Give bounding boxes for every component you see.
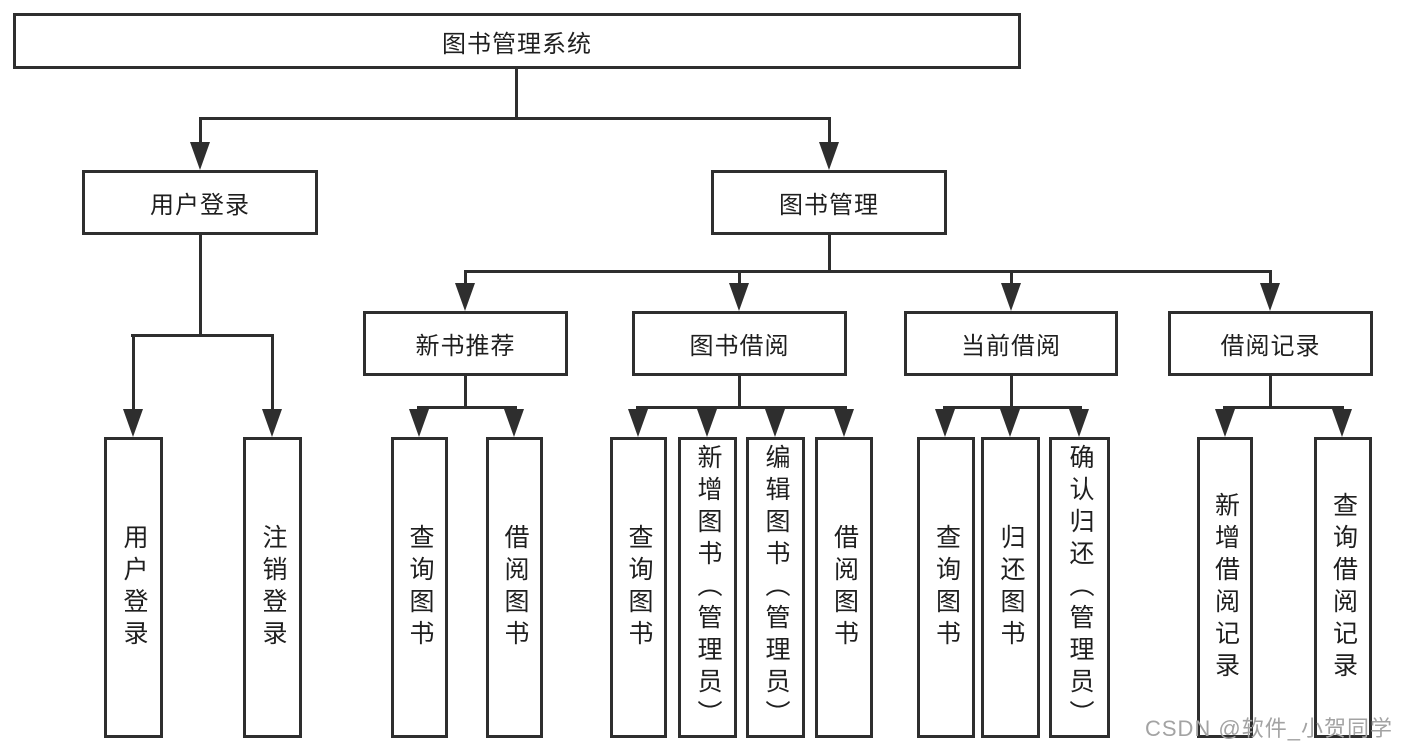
- connector-to-user-login-line: [199, 117, 202, 146]
- leaf-add-books-admin-label: 新增图书（管理员）: [694, 443, 722, 732]
- node-borrowing-records: 借阅记录: [1168, 311, 1373, 376]
- leaf-edit-books-admin: 编辑图书（管理员）: [746, 437, 805, 738]
- arrowhead-to-book-borrow: [729, 283, 749, 311]
- connector-user-login-hline: [131, 334, 274, 337]
- leaf-query-books-2: 查询图书: [610, 437, 667, 738]
- arrowhead-to-leaf-add-borrow-record: [1215, 409, 1235, 437]
- connector-borrow-records-stub: [1269, 376, 1272, 407]
- leaf-query-books-3-label: 查询图书: [932, 523, 961, 652]
- connector-to-book-borrow-line: [738, 270, 741, 287]
- connector-user-login-stub: [199, 235, 202, 336]
- arrowhead-to-leaf-logout: [262, 409, 282, 437]
- arrowhead-to-leaf-edit-books: [765, 409, 785, 437]
- arrowhead-to-user-login: [190, 142, 210, 170]
- arrowhead-to-book-management: [819, 142, 839, 170]
- connector-current-borrow-stub: [1010, 376, 1013, 407]
- connector-to-new-book-line: [464, 270, 467, 287]
- connector-to-leaf-user-login-line: [132, 334, 135, 413]
- connector-to-book-management-line: [828, 117, 831, 146]
- connector-book-borrow-hline: [636, 406, 847, 409]
- arrowhead-to-leaf-query-books-2: [628, 409, 648, 437]
- leaf-query-books-1-label: 查询图书: [406, 523, 434, 652]
- arrowhead-to-leaf-query-books-3: [935, 409, 955, 437]
- connector-borrow-records-hline: [1223, 406, 1344, 409]
- connector-level2-hline: [464, 270, 1272, 273]
- leaf-logout-label: 注销登录: [259, 523, 287, 652]
- node-book-borrowing: 图书借阅: [632, 311, 847, 376]
- arrowhead-to-leaf-confirm-return: [1069, 409, 1089, 437]
- leaf-user-login: 用户登录: [104, 437, 163, 738]
- leaf-edit-books-admin-label: 编辑图书（管理员）: [762, 443, 790, 732]
- leaf-borrow-books-1: 借阅图书: [486, 437, 543, 738]
- leaf-query-borrow-record-label: 查询借阅记录: [1329, 491, 1358, 684]
- arrowhead-to-leaf-borrow-books-2: [834, 409, 854, 437]
- connector-level1-hline: [199, 117, 831, 120]
- node-new-book-recommend: 新书推荐: [363, 311, 568, 376]
- leaf-add-borrow-record: 新增借阅记录: [1197, 437, 1253, 738]
- connector-book-management-stub: [828, 235, 831, 272]
- leaf-confirm-return-admin: 确认归还（管理员）: [1049, 437, 1110, 738]
- csdn-watermark: CSDN @软件_小贺同学: [1144, 716, 1393, 741]
- connector-new-book-hline: [417, 406, 517, 409]
- leaf-return-books-label: 归还图书: [997, 523, 1025, 652]
- connector-to-leaf-logout-line: [271, 334, 274, 413]
- leaf-borrow-books-1-label: 借阅图书: [501, 523, 529, 652]
- leaf-query-books-3: 查询图书: [917, 437, 975, 738]
- leaf-add-books-admin: 新增图书（管理员）: [678, 437, 737, 738]
- leaf-return-books: 归还图书: [981, 437, 1040, 738]
- arrowhead-to-borrow-records: [1260, 283, 1280, 311]
- arrowhead-to-current-borrow: [1001, 283, 1021, 311]
- leaf-borrow-books-2: 借阅图书: [815, 437, 873, 738]
- leaf-confirm-return-admin-label: 确认归还（管理员）: [1066, 443, 1094, 732]
- leaf-logout: 注销登录: [243, 437, 302, 738]
- node-library-management-system: 图书管理系统: [13, 13, 1021, 69]
- node-current-borrowing: 当前借阅: [904, 311, 1118, 376]
- arrowhead-to-leaf-borrow-books-1: [504, 409, 524, 437]
- leaf-query-books-1: 查询图书: [391, 437, 448, 738]
- connector-book-borrow-stub: [738, 376, 741, 407]
- connector-to-borrow-records-line: [1269, 270, 1272, 287]
- connector-new-book-stub: [464, 376, 467, 407]
- arrowhead-to-leaf-return-books: [1000, 409, 1020, 437]
- arrowhead-to-leaf-query-books-1: [409, 409, 429, 437]
- arrowhead-to-leaf-add-books: [697, 409, 717, 437]
- leaf-add-borrow-record-label: 新增借阅记录: [1211, 491, 1240, 684]
- connector-root-stub: [515, 69, 518, 118]
- arrowhead-to-leaf-query-borrow-record: [1332, 409, 1352, 437]
- node-book-management: 图书管理: [711, 170, 947, 235]
- connector-to-current-borrow-line: [1010, 270, 1013, 287]
- leaf-query-books-2-label: 查询图书: [625, 523, 653, 652]
- arrowhead-to-leaf-user-login: [123, 409, 143, 437]
- leaf-user-login-label: 用户登录: [120, 523, 148, 652]
- leaf-query-borrow-record: 查询借阅记录: [1314, 437, 1372, 738]
- node-user-login: 用户登录: [82, 170, 318, 235]
- arrowhead-to-new-book: [455, 283, 475, 311]
- leaf-borrow-books-2-label: 借阅图书: [830, 523, 859, 652]
- connector-current-borrow-hline: [943, 406, 1082, 409]
